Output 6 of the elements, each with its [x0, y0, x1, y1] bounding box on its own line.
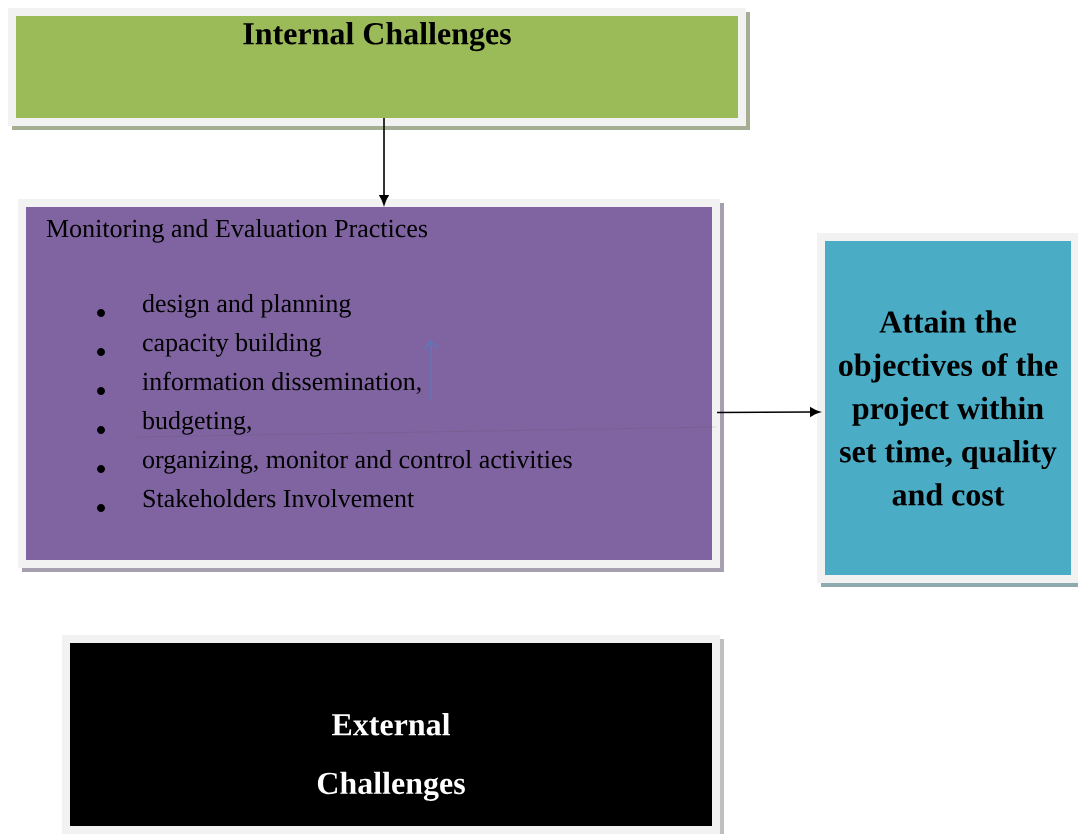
- text-box: Internal Challenges: [8, 8, 750, 130]
- text-box: Attain the objectives of the project within set time, quality and cost: [817, 233, 1078, 587]
- text-box: External Challenges: [62, 635, 724, 834]
- text-box: Monitoring and Evaluation Practices design and planning capacity building information dissemination, budgeting, organizing, monitor and control activities Stakeholders Involvement: [18, 199, 724, 572]
- arrow: [716, 407, 820, 417]
- arrow: [379, 117, 389, 205]
